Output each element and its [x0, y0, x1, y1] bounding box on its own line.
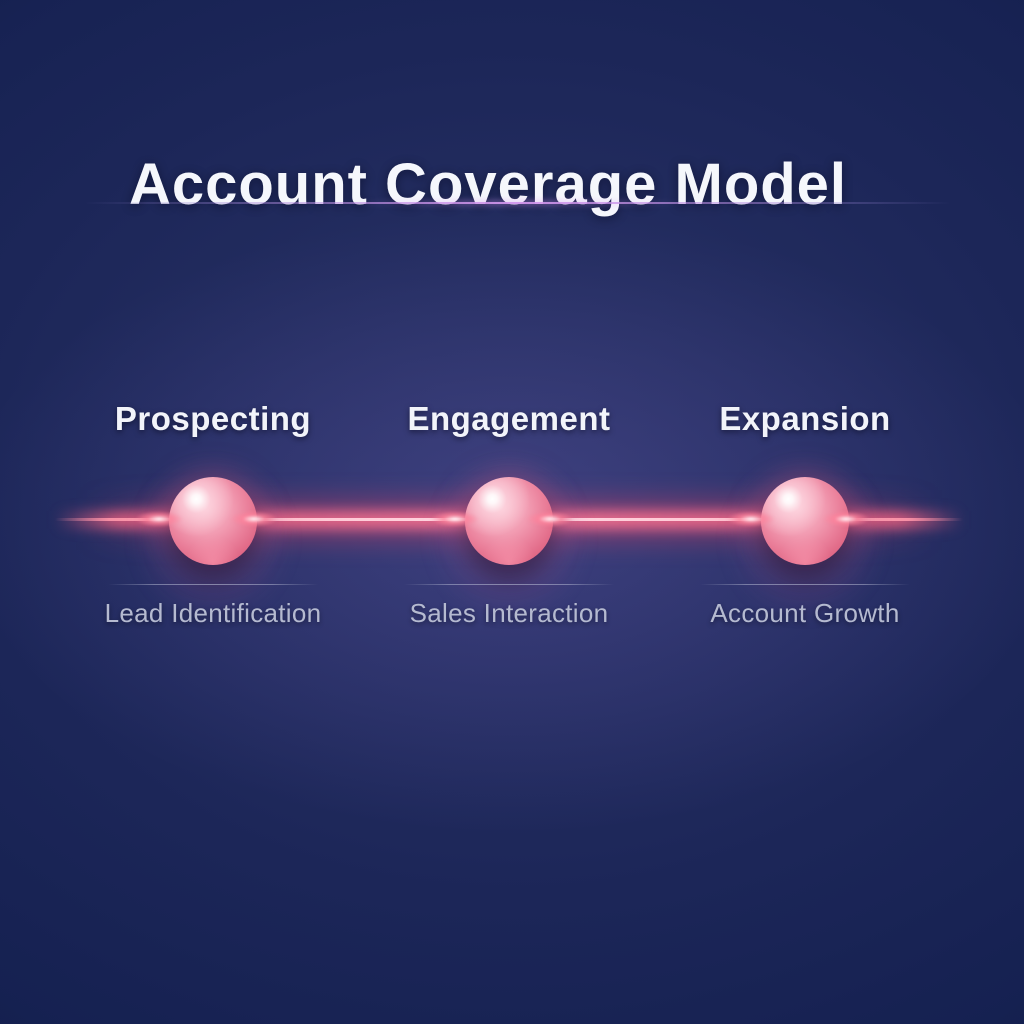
stage-subtitle: Lead Identification: [104, 598, 322, 628]
beam-flare: [135, 511, 183, 527]
beam-flare: [822, 511, 870, 527]
stage-title: Expansion: [719, 400, 891, 437]
title-divider-line: [85, 202, 951, 204]
stage-subtitle: Account Growth: [710, 598, 900, 628]
stage-subtitle: Sales Interaction: [409, 598, 609, 628]
beam-flare: [727, 511, 775, 527]
stage-title: Prospecting: [114, 400, 312, 437]
stage-engagement: Engagement Sales Interaction: [359, 380, 659, 660]
beam-flare: [431, 511, 479, 527]
stage-divider-line: [108, 584, 318, 585]
beam-flare: [526, 511, 574, 527]
stage-prospecting: Prospecting Lead Identification: [63, 380, 363, 660]
beam-flare: [230, 511, 278, 527]
stage-expansion: Expansion Account Growth: [655, 380, 955, 660]
stage-title: Engagement: [407, 400, 611, 437]
stage-divider-line: [404, 584, 614, 585]
stage-divider-line: [700, 584, 910, 585]
